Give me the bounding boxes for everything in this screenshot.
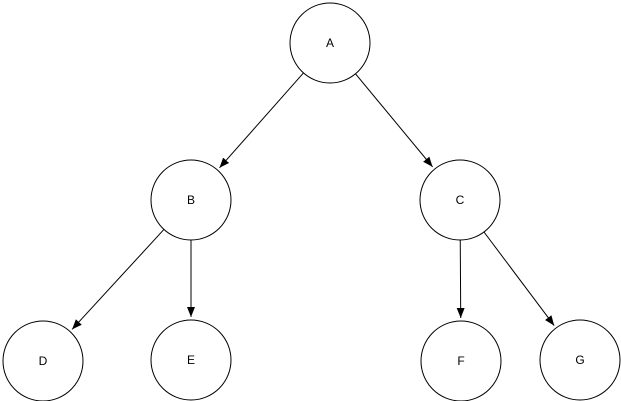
node-A: A bbox=[289, 2, 371, 84]
node-A-label: A bbox=[326, 36, 334, 50]
node-G: G bbox=[539, 319, 621, 401]
node-G-label: G bbox=[575, 353, 584, 367]
node-C-label: C bbox=[456, 193, 465, 207]
node-C-circle bbox=[419, 159, 501, 241]
node-E: E bbox=[150, 319, 232, 401]
node-B-label: B bbox=[187, 193, 195, 207]
node-F-label: F bbox=[457, 354, 464, 368]
edge-C-G bbox=[483, 231, 555, 326]
node-A-circle bbox=[289, 2, 371, 84]
node-F: F bbox=[420, 320, 502, 401]
edge-B-D bbox=[71, 229, 165, 330]
node-B-circle bbox=[150, 159, 232, 241]
node-F-circle bbox=[420, 320, 502, 401]
node-B: B bbox=[150, 159, 232, 241]
edge-A-C bbox=[355, 73, 433, 168]
node-E-label: E bbox=[187, 353, 195, 367]
node-E-circle bbox=[150, 319, 232, 401]
node-C: C bbox=[419, 159, 501, 241]
node-G-circle bbox=[539, 319, 621, 401]
node-D-label: D bbox=[39, 354, 48, 368]
edges-layer bbox=[71, 72, 555, 330]
node-D-circle bbox=[2, 320, 84, 401]
edge-A-B bbox=[219, 72, 304, 169]
node-D: D bbox=[2, 320, 84, 401]
